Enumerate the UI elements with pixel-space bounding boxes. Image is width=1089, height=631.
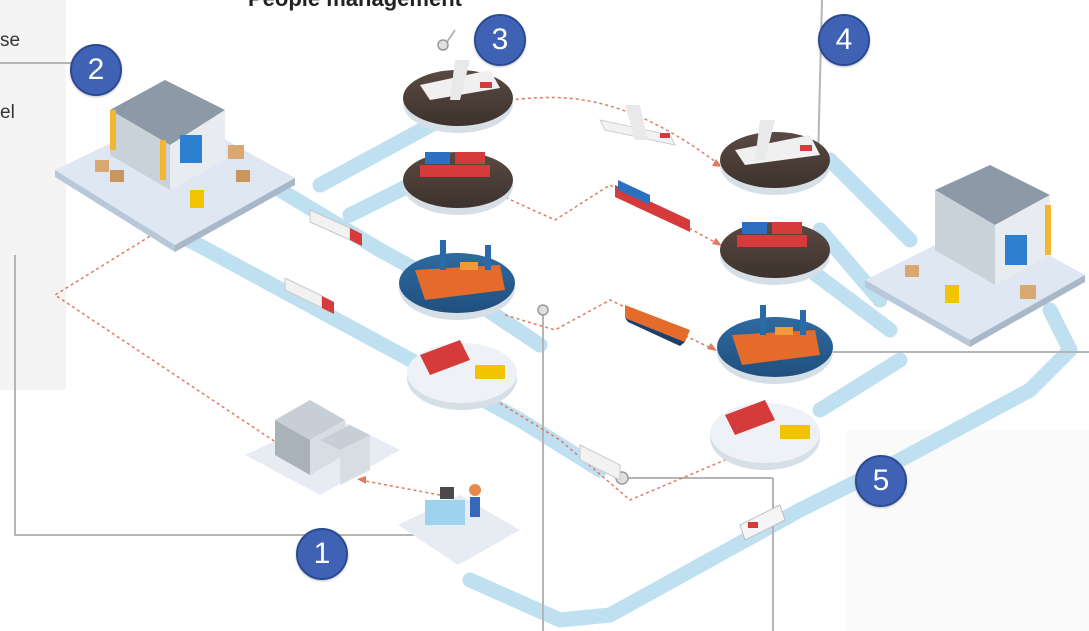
delivery-van (739, 504, 786, 541)
hub-distribution-destination (710, 400, 820, 470)
side-text-lower: el (0, 102, 15, 123)
step-badge-1: 1 (296, 528, 348, 580)
side-text-upper: se (0, 30, 21, 51)
step-badge-4: 4 (818, 14, 870, 66)
people-management-title: People management (248, 0, 462, 12)
hub-seaport-destination (717, 305, 833, 384)
train-in-transit (615, 180, 690, 232)
step-badge-5: 5 (855, 455, 907, 507)
truck-left-lower (284, 277, 334, 314)
hub-seaport-origin (399, 240, 515, 320)
step-badge-2: 2 (70, 44, 122, 96)
ship-in-transit (625, 305, 690, 346)
hub-distribution-origin (407, 340, 517, 410)
destination-warehouse (865, 165, 1085, 347)
hub-airport-destination (720, 120, 830, 195)
hub-rail-destination (720, 222, 830, 285)
truck-left-upper (309, 209, 362, 246)
customer-service-desk (398, 484, 520, 565)
step-badge-3: 3 (474, 14, 526, 66)
office-building (245, 400, 400, 495)
hub-airport-origin (403, 60, 513, 133)
hub-rail-origin (403, 152, 513, 215)
plane-in-transit (599, 105, 676, 146)
left-background-panel (0, 0, 66, 390)
origin-warehouse (55, 80, 295, 252)
trailer-center (579, 444, 621, 481)
